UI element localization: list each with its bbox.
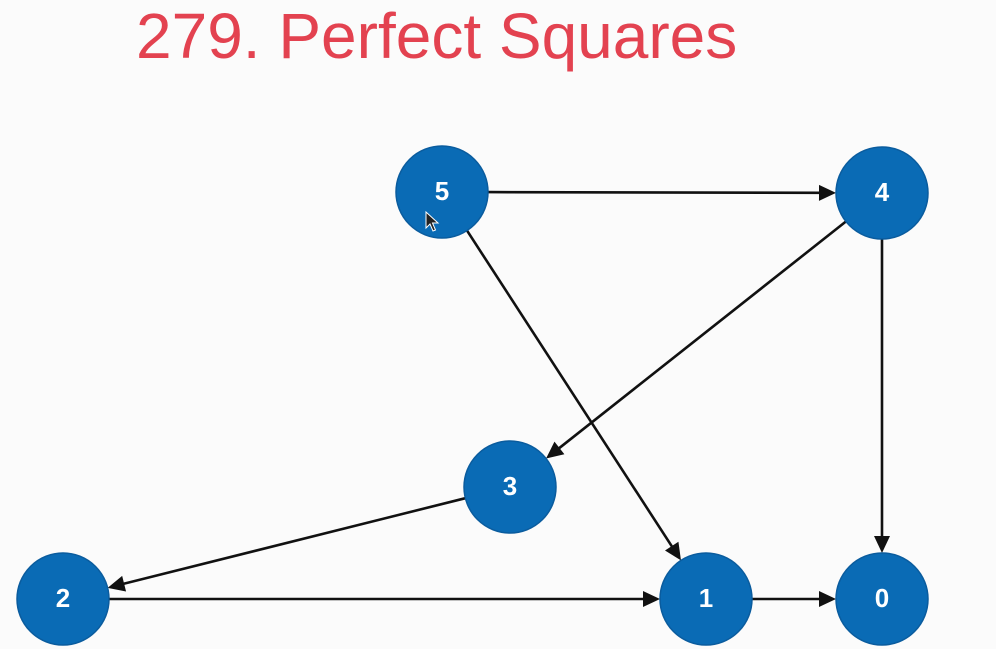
node-circle — [659, 552, 753, 646]
node-2: 2 — [16, 552, 110, 646]
edge-2-to-1 — [109, 591, 660, 607]
node-label: 3 — [503, 471, 517, 501]
edge-line — [487, 190, 822, 195]
node-5: 5 — [395, 145, 489, 239]
node-circle — [395, 145, 489, 239]
arrowhead-icon — [643, 591, 660, 607]
node-circle — [463, 440, 557, 534]
arrowhead-icon — [546, 441, 565, 459]
edge-4-to-3 — [546, 220, 847, 459]
arrowhead-icon — [665, 541, 681, 561]
node-1: 1 — [659, 552, 753, 646]
node-circle — [835, 146, 929, 240]
nodes-layer: 5 4 3 2 1 0 — [16, 145, 929, 646]
page-title: 279. Perfect Squares — [136, 0, 738, 72]
arrowhead-icon — [818, 184, 837, 201]
node-0: 0 — [835, 552, 929, 646]
arrowhead-icon — [107, 575, 127, 592]
node-label: 1 — [699, 583, 713, 613]
arrowhead-icon — [819, 591, 836, 607]
edge-3-to-2 — [107, 496, 466, 592]
mouse-pointer-icon — [425, 210, 440, 232]
edge-1-to-0 — [752, 591, 836, 607]
node-3: 3 — [463, 440, 557, 534]
edge-line — [121, 496, 466, 586]
edge-4-to-0 — [874, 239, 890, 553]
node-label: 0 — [875, 583, 889, 613]
node-4: 4 — [835, 146, 929, 240]
edge-5-to-1 — [465, 229, 681, 561]
arrowhead-icon — [874, 536, 890, 553]
edge-line — [465, 229, 674, 549]
node-label: 2 — [56, 583, 70, 613]
edge-5-to-4 — [487, 184, 837, 201]
node-label: 5 — [435, 176, 449, 206]
node-circle — [16, 552, 110, 646]
edge-line — [557, 220, 847, 451]
node-label: 4 — [875, 177, 890, 207]
node-circle — [835, 552, 929, 646]
edges-layer — [107, 184, 890, 607]
